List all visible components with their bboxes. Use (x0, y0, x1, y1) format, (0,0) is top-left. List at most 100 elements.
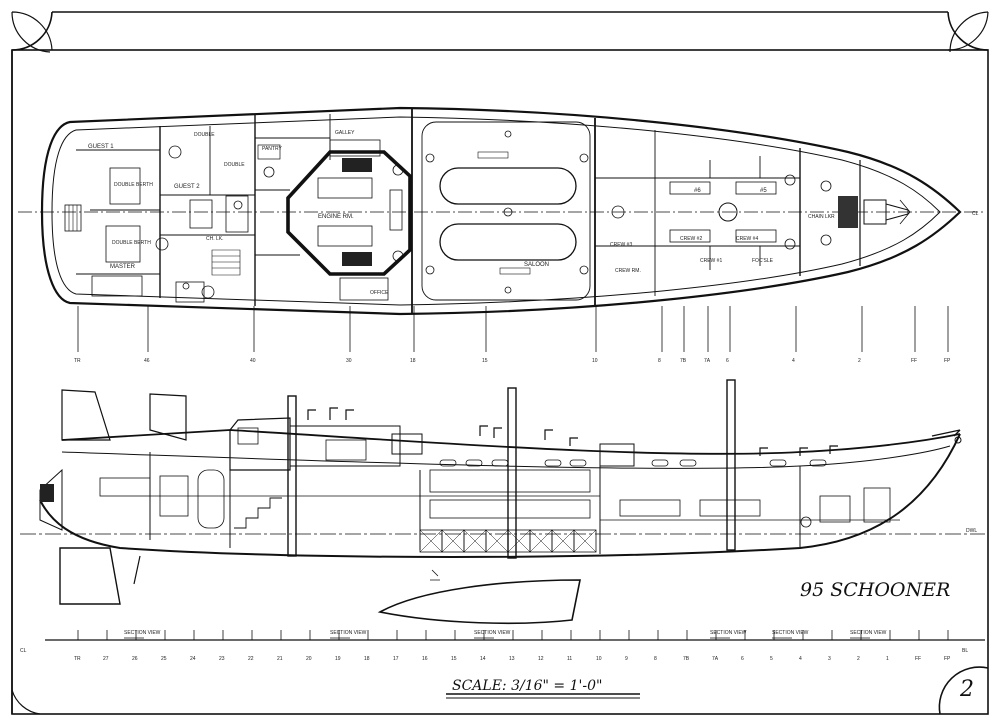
label-crew-5: #5 (760, 188, 767, 194)
section-mark-label: SECTION VIEW (330, 630, 367, 636)
tank-cross (529, 529, 553, 553)
profile-station-label: 20 (306, 656, 312, 662)
label-double-berth-2: DOUBLE BERTH (112, 240, 151, 246)
label-ch-lck: CH. LK. (206, 236, 224, 242)
section-mark-label: SECTION VIEW (124, 630, 161, 636)
profile-station-label: FP (944, 656, 951, 662)
profile-station-label: 3 (828, 656, 831, 662)
plan-station-label: FP (944, 358, 951, 364)
profile-station-label: 24 (190, 656, 196, 662)
label-pantry: PANTRY (262, 146, 282, 152)
section-view-marks: SECTION VIEW SECTION VIEW SECTION VIEW SECT… (124, 630, 887, 639)
bl-mark: BL (962, 648, 968, 654)
section-mark-label: SECTION VIEW (474, 630, 511, 636)
plan-station-label: 18 (410, 358, 416, 364)
profile-station-label: 7B (683, 656, 690, 662)
plan-station-label: 15 (482, 358, 488, 364)
portlight (769, 459, 787, 467)
plan-station-label: 2 (858, 358, 861, 364)
drawing-title: 95 SCHOONER (800, 579, 950, 601)
scale-label: SCALE: 3/16" = 1'-0" (452, 678, 602, 694)
tank-cross (441, 529, 465, 553)
portlight (809, 459, 827, 467)
label-crew-bunk-a: CREW #3 (610, 242, 632, 248)
profile-station-label: 23 (219, 656, 225, 662)
plan-view: CL (18, 106, 985, 364)
profile-station-label: 12 (538, 656, 544, 662)
plan-station-label: 6 (726, 358, 729, 364)
plan-station-label: 7B (680, 358, 687, 364)
portlight (439, 459, 457, 467)
tank-cross (573, 529, 597, 553)
profile-station-label: 11 (567, 656, 572, 662)
portlight (465, 459, 483, 467)
profile-station-label: 1 (886, 656, 889, 662)
profile-station-label: 15 (451, 656, 457, 662)
tank-cross (419, 529, 443, 553)
label-crew-bunk-d: CREW #1 (700, 258, 722, 264)
portlight (491, 459, 509, 467)
label-saloon: SALOON (524, 262, 549, 268)
tank-cross (463, 529, 487, 553)
profile-station-label: 19 (335, 656, 341, 662)
section-mark-label: SECTION VIEW (850, 630, 887, 636)
portlight (651, 459, 669, 467)
label-galley: GALLEY (335, 130, 355, 136)
profile-station-label: 2 (857, 656, 860, 662)
profile-station-label: 7A (712, 656, 719, 662)
section-mark-label: SECTION VIEW (772, 630, 809, 636)
profile-station-label: 9 (625, 656, 628, 662)
portlight (569, 459, 587, 467)
plan-station-label: 10 (592, 358, 598, 364)
cl-left-mark: CL (20, 648, 27, 654)
label-crew-6: #6 (694, 188, 701, 194)
profile-station-label: 13 (509, 656, 515, 662)
profile-station-label: 18 (364, 656, 370, 662)
plan-station-label: TR (74, 358, 81, 364)
plan-station-label: 40 (250, 358, 256, 364)
label-engine-room: ENGINE RM. (318, 214, 354, 220)
profile-station-label: 4 (799, 656, 802, 662)
plan-station-label: 30 (346, 358, 352, 364)
portlight (679, 459, 697, 467)
dwl-mark: DWL (966, 528, 977, 534)
label-guest2: GUEST 2 (174, 184, 200, 190)
label-double-1: DOUBLE (194, 132, 215, 138)
label-master: MASTER (110, 264, 136, 270)
tank-cell (573, 529, 597, 553)
profile-station-label: 21 (277, 656, 283, 662)
profile-station-label: 16 (422, 656, 428, 662)
label-foc-sle: FOC'SLE (752, 258, 774, 264)
portlight (544, 459, 562, 467)
plan-station-ticks: TR 46 40 30 18 15 10 8 7B 7A 6 4 2 FF FP (74, 306, 951, 364)
profile-view: DWL (20, 379, 985, 662)
profile-station-label: 8 (654, 656, 657, 662)
plan-station-label: 4 (792, 358, 795, 364)
profile-station-label: TR (74, 656, 81, 662)
profile-station-label: 14 (480, 656, 486, 662)
plan-station-label: 46 (144, 358, 150, 364)
tank-cross (485, 529, 509, 553)
profile-station-label: 10 (596, 656, 602, 662)
centerline-mark: CL (972, 211, 979, 217)
profile-station-label: 22 (248, 656, 254, 662)
profile-station-label: 25 (161, 656, 167, 662)
label-chain-locker: CHAIN LKR (808, 214, 835, 220)
label-double-berth-1: DOUBLE BERTH (114, 182, 153, 188)
label-crew-bunk-c: CREW #4 (736, 236, 758, 242)
label-crew-bunk-b: CREW #2 (680, 236, 702, 242)
profile-station-label: FF (915, 656, 921, 662)
profile-station-label: 6 (741, 656, 744, 662)
label-crew-room: CREW RM. (615, 268, 641, 274)
sheet-number: 2 (959, 677, 974, 702)
sheet-border (11, 11, 989, 715)
tank-cross (507, 529, 531, 553)
profile-station-label: 17 (393, 656, 399, 662)
profile-station-label: 5 (770, 656, 773, 662)
plan-station-label: 8 (658, 358, 661, 364)
plan-station-label: FF (911, 358, 917, 364)
plan-station-label: 7A (704, 358, 711, 364)
label-guest1: GUEST 1 (88, 144, 114, 150)
profile-station-label: 27 (103, 656, 109, 662)
